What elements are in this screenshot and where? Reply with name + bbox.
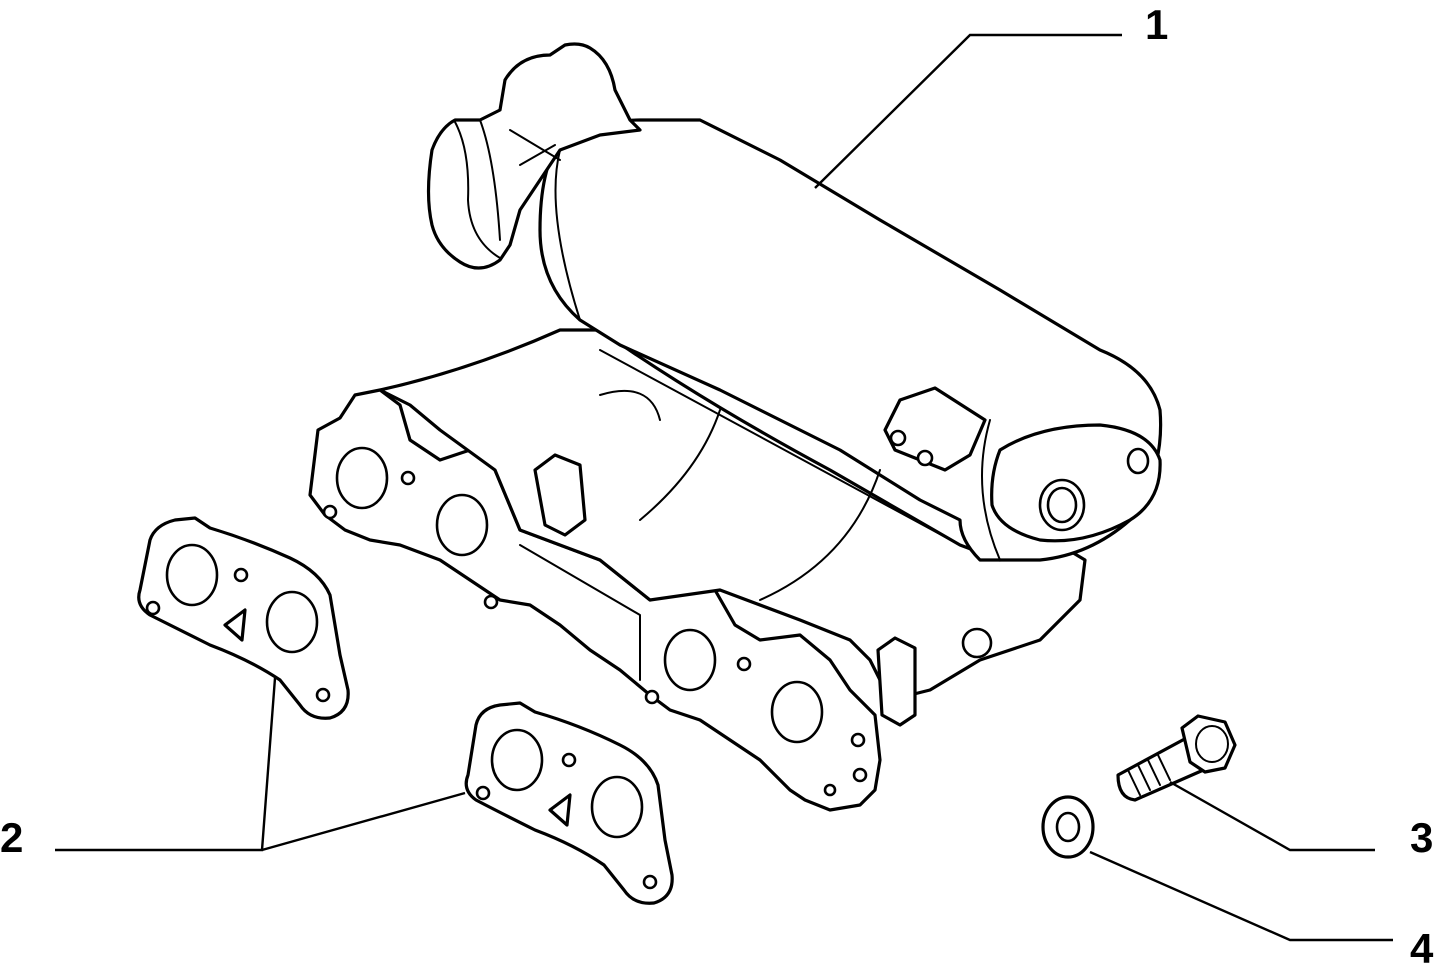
flange-port-2	[435, 493, 489, 557]
callout-4: 4	[1410, 925, 1434, 970]
gasket-upper-center-tab	[223, 608, 247, 642]
bolt-thread	[1127, 754, 1171, 796]
manifold-end-cap	[990, 423, 1162, 543]
flange-bolt-hole-6	[850, 732, 866, 748]
flange-bolt-hole-5	[736, 656, 752, 672]
gasket-upper-bolt-1	[145, 600, 161, 616]
bolt-head-face	[1195, 725, 1229, 763]
gasket-upper	[137, 516, 350, 720]
washer-hole	[1055, 811, 1081, 843]
gasket-upper-port-1	[165, 543, 219, 607]
manifold-detail-lines	[509, 129, 1001, 681]
leader-2	[55, 677, 466, 852]
gasket-lower	[464, 701, 674, 905]
manifold-stud-right	[876, 636, 917, 727]
end-cap-port-inner	[1046, 486, 1078, 524]
gasket-lower-bolt-3	[642, 874, 658, 890]
bolt	[1116, 714, 1237, 802]
gasket-lower-bolt-1	[475, 785, 491, 801]
flange-port-3	[663, 628, 717, 692]
leader-3	[1169, 780, 1375, 852]
flange-port-4	[770, 680, 824, 744]
boss-hole-right	[916, 449, 934, 467]
callout-2: 2	[0, 814, 24, 861]
throttle-body-detail	[454, 119, 501, 259]
gasket-upper-port-2	[265, 590, 319, 654]
gasket-upper-bolt-3	[315, 687, 331, 703]
boss-hole-left	[889, 429, 907, 447]
washer	[1041, 795, 1095, 859]
gasket-lower-port-1	[490, 728, 544, 792]
callout-3: 3	[1410, 814, 1434, 861]
gasket-lower-center-tab	[548, 793, 572, 827]
manifold-lug	[961, 627, 993, 659]
flange-bolt-hole-7	[852, 767, 868, 783]
leader-4	[1089, 850, 1393, 942]
manifold-stud-left	[533, 453, 587, 537]
leader-1	[814, 33, 1122, 189]
manifold-sensor-boss	[883, 386, 987, 472]
flange-port-1	[335, 446, 389, 510]
gasket-lower-port-2	[590, 775, 644, 839]
flange-bolt-hole-2	[400, 470, 416, 486]
callout-1: 1	[1145, 1, 1169, 48]
flange-bolt-hole-8	[823, 783, 837, 797]
gasket-lower-bolt-2	[561, 752, 577, 768]
gasket-upper-bolt-2	[233, 567, 249, 583]
manifold-runners	[378, 328, 1087, 702]
leader-lines	[55, 33, 1393, 942]
intake-manifold	[308, 42, 1163, 812]
flange-bolt-hole-1	[322, 504, 338, 520]
end-cap-small-port	[1126, 447, 1150, 475]
flange-bolt-hole-4	[644, 689, 660, 705]
flange-bolt-hole-3	[483, 594, 499, 610]
